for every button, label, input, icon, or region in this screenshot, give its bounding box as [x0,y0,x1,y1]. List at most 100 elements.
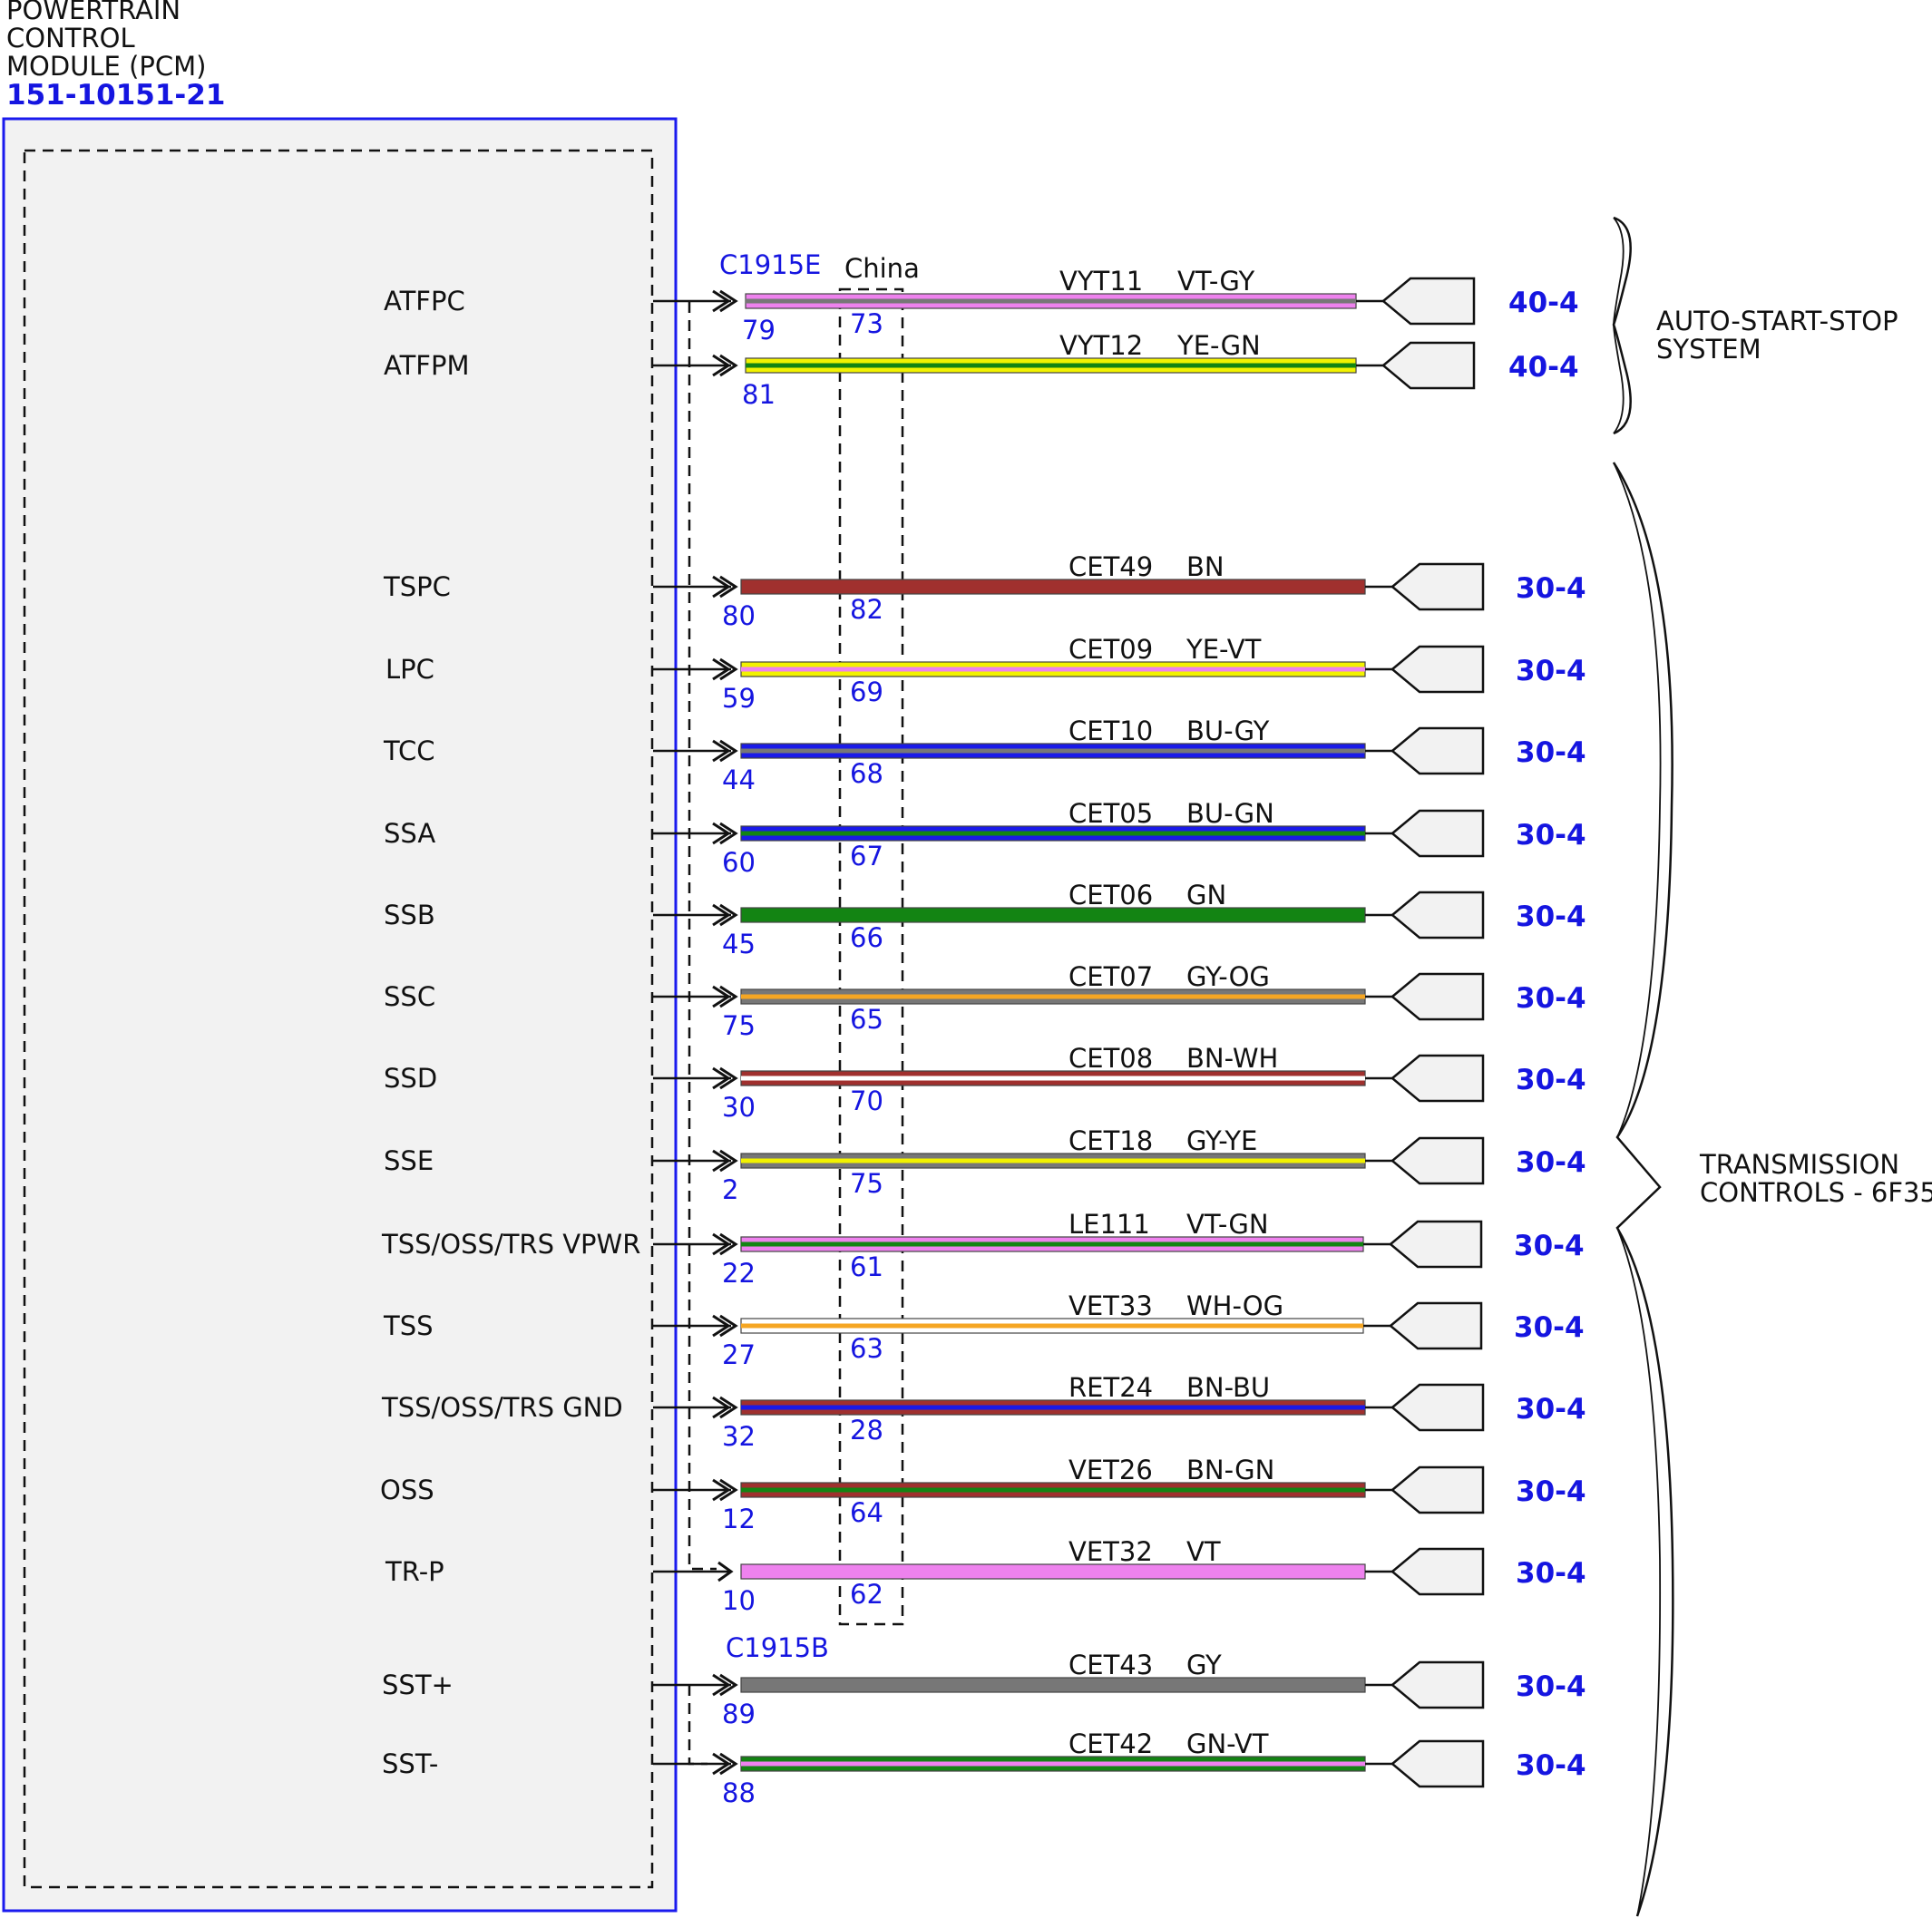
signal-label-cet07: SSC [384,981,435,1012]
color-label-cet18: GY-YE [1186,1125,1257,1156]
page-ref-cet18[interactable]: 30-4 [1516,1146,1586,1179]
color-label-cet43: GY [1186,1650,1222,1680]
signal-label-cet05: SSA [384,818,435,849]
terminal-connector-cet42[interactable] [1390,1739,1485,1788]
terminal-connector-cet43[interactable] [1390,1660,1485,1709]
china-pin-number-cet05: 67 [850,841,883,871]
group-label-auto-start-stop-line-1: AUTO-START-STOP [1656,306,1898,336]
terminal-connector-cet10[interactable] [1390,726,1485,775]
circuit-id-ret24: RET24 [1068,1372,1153,1403]
terminal-connector-vyt12[interactable] [1381,341,1476,390]
page-ref-cet07[interactable]: 30-4 [1516,982,1586,1015]
page-ref-cet42[interactable]: 30-4 [1516,1749,1586,1782]
color-label-cet10: BU-GY [1186,716,1270,746]
wire-stripe-le111 [741,1241,1363,1247]
group-label-transmission-line-2: CONTROLS - 6F35 [1700,1177,1932,1208]
page-ref-cet49[interactable]: 30-4 [1516,572,1586,605]
china-pin-number-vet26: 64 [850,1497,883,1528]
china-pin-number-vet32: 62 [850,1579,883,1610]
terminal-connector-cet18[interactable] [1390,1136,1485,1185]
terminal-connector-le111[interactable] [1389,1220,1483,1269]
terminal-connector-cet07[interactable] [1390,972,1485,1021]
circuit-id-cet09: CET09 [1068,634,1153,665]
circuit-id-cet49: CET49 [1068,551,1153,582]
color-label-vet26: BN-GN [1186,1455,1274,1485]
pin-number-vet26: 12 [722,1504,756,1534]
pin-arrow-ret24 [712,1396,738,1419]
wire-stripe-cet10 [741,748,1365,754]
page-ref-cet08[interactable]: 30-4 [1516,1064,1586,1096]
wire-stripe-vet26 [741,1487,1365,1493]
page-ref-vyt12[interactable]: 40-4 [1508,351,1579,384]
circuit-id-cet05: CET05 [1068,798,1153,829]
wire-stripe-cet18 [741,1158,1365,1163]
terminal-connector-vet32[interactable] [1390,1547,1485,1596]
transmission-controls-brace [1612,462,1674,1917]
transmission-controls-brace-inner [1613,462,1662,1917]
wire-vet32[interactable] [740,1563,1366,1580]
terminal-connector-vet26[interactable] [1390,1465,1485,1514]
pin-arrow-cet06 [712,903,738,927]
color-label-cet07: GY-OG [1186,961,1270,992]
pin-number-cet06: 45 [722,929,756,959]
pin-number-le111: 22 [722,1258,756,1289]
color-label-vyt11: VT-GY [1177,266,1254,297]
pin-number-cet49: 80 [722,600,756,631]
page-ref-cet10[interactable]: 30-4 [1516,736,1586,769]
circuit-id-cet18: CET18 [1068,1125,1153,1156]
china-pin-number-cet49: 82 [850,594,883,625]
terminal-connector-cet09[interactable] [1390,645,1485,694]
page-ref-cet05[interactable]: 30-4 [1516,819,1586,852]
c1915e-connector-dashed-bracket [688,302,717,1571]
wire-cet43[interactable] [740,1677,1366,1693]
signal-label-cet42: SST- [382,1748,438,1779]
terminal-connector-ret24[interactable] [1390,1383,1485,1432]
china-pin-number-cet10: 68 [850,758,883,789]
pin-number-vet32: 10 [722,1585,756,1616]
page-ref-vet26[interactable]: 30-4 [1516,1475,1586,1508]
page-ref-vyt11[interactable]: 40-4 [1508,287,1579,319]
wire-stripe-vet33 [741,1323,1363,1329]
module-title-line-1: POWERTRAIN [6,0,181,25]
pin-number-cet18: 2 [722,1174,738,1205]
pin-number-cet05: 60 [722,847,756,878]
signal-label-vyt11: ATFPC [384,286,465,316]
pin-arrow-cet09 [712,657,738,681]
wire-cet06[interactable] [740,907,1366,923]
pin-arrow-cet49 [712,575,738,599]
terminal-connector-cet08[interactable] [1390,1054,1485,1103]
pin-number-cet08: 30 [722,1092,756,1123]
page-ref-cet09[interactable]: 30-4 [1516,655,1586,687]
page-ref-vet32[interactable]: 30-4 [1516,1557,1586,1590]
terminal-connector-cet05[interactable] [1390,809,1485,858]
connector-c1915e-label[interactable]: C1915E [719,249,821,280]
signal-label-vet32: TR-P [385,1556,444,1587]
page-ref-vet33[interactable]: 30-4 [1514,1311,1585,1344]
signal-label-cet09: LPC [385,654,434,685]
signal-label-cet49: TSPC [383,571,451,602]
circuit-id-vyt12: VYT12 [1059,330,1143,361]
signal-label-cet43: SST+ [382,1670,454,1700]
pin-arrow-cet18 [712,1149,738,1173]
terminal-connector-vyt11[interactable] [1381,277,1476,326]
terminal-connector-cet49[interactable] [1390,562,1485,611]
page-ref-cet06[interactable]: 30-4 [1516,901,1586,933]
auto-start-stop-brace [1612,216,1632,435]
terminal-connector-vet33[interactable] [1389,1301,1483,1350]
wire-stripe-ret24 [741,1405,1365,1410]
module-part-number[interactable]: 151-10151-21 [6,79,225,112]
connector-c1915b-label[interactable]: C1915B [726,1632,829,1663]
wire-cet49[interactable] [740,579,1366,595]
circuit-id-cet06: CET06 [1068,880,1153,910]
pin-arrow-cet05 [712,822,738,845]
signal-label-vet33: TSS [383,1310,434,1341]
group-label-auto-start-stop-line-2: SYSTEM [1656,334,1761,365]
circuit-id-vet32: VET32 [1068,1536,1153,1567]
pin-arrow-le111 [712,1232,738,1256]
terminal-connector-cet06[interactable] [1390,891,1485,940]
page-ref-ret24[interactable]: 30-4 [1516,1393,1586,1426]
pin-arrow-cet10 [712,739,738,763]
wire-stripe-cet05 [741,831,1365,836]
page-ref-cet43[interactable]: 30-4 [1516,1670,1586,1703]
page-ref-le111[interactable]: 30-4 [1514,1230,1585,1262]
